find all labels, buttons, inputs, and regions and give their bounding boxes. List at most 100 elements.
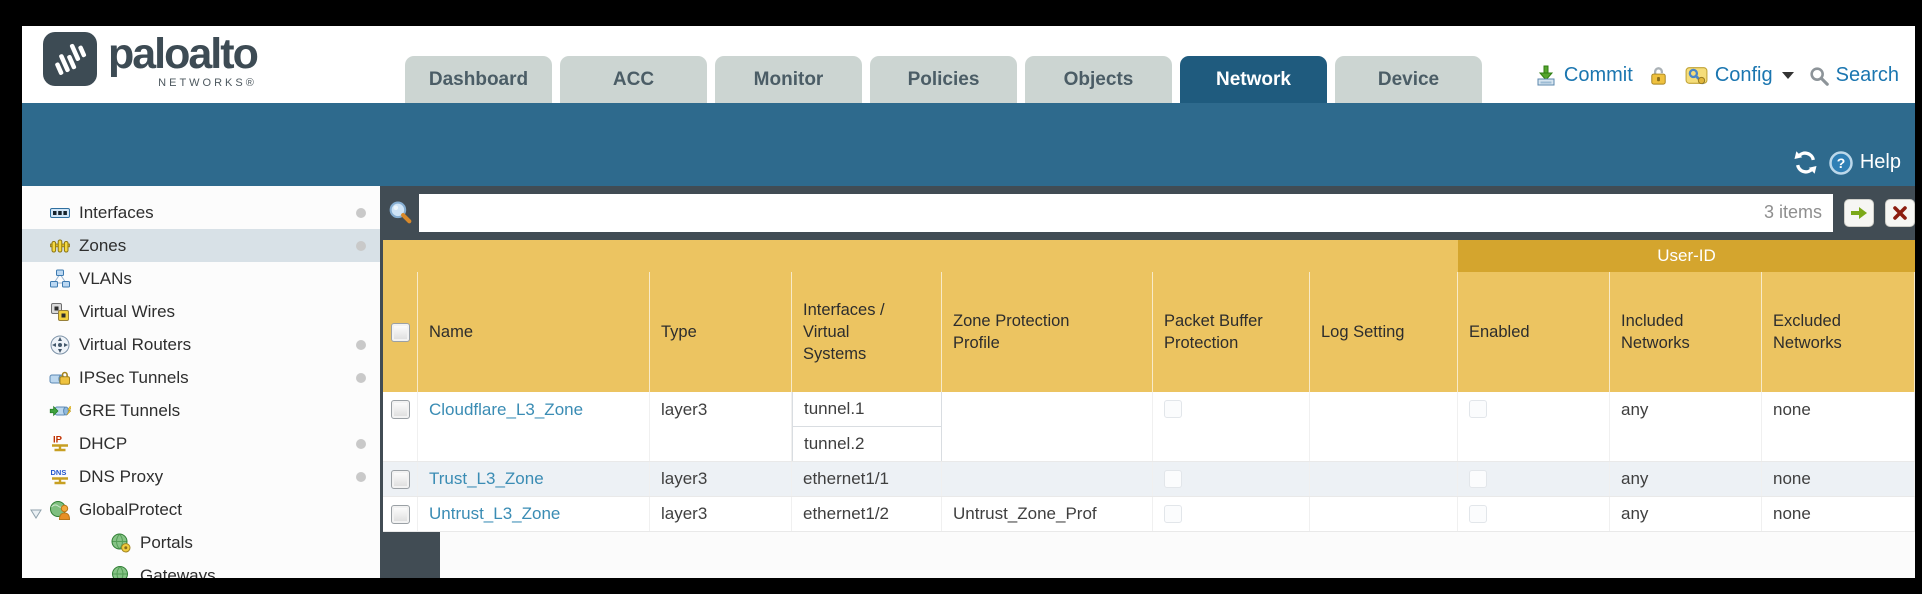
commit-label: Commit (1563, 64, 1633, 86)
paloalto-logo-icon (43, 32, 97, 86)
column-header-row: Name Type Interfaces / Virtual Systems Z… (383, 272, 1915, 392)
select-all-checkbox[interactable] (390, 322, 410, 342)
header-select-all (383, 272, 418, 392)
config-label: Config (1714, 64, 1773, 86)
column-header-packet-buffer[interactable]: Packet Buffer Protection (1153, 272, 1310, 392)
lock-icon[interactable] (1647, 64, 1670, 87)
config-menu[interactable]: Config (1684, 63, 1794, 88)
sidebar-item-portals[interactable]: Portals (22, 526, 380, 559)
packet-buffer-checkbox[interactable] (1164, 470, 1182, 488)
content-panel: 3 items User (380, 186, 1915, 578)
green-arrow-icon (1851, 207, 1867, 219)
tab-objects[interactable]: Objects (1025, 56, 1172, 103)
packet-buffer-checkbox[interactable] (1164, 505, 1182, 523)
sidebar-item-virtual-routers[interactable]: Virtual Routers (22, 328, 380, 361)
globalprotect-icon (49, 499, 71, 521)
tab-network[interactable]: Network (1180, 56, 1327, 103)
cell-zone-protection (942, 392, 1153, 461)
dns-proxy-icon: DNS (49, 466, 71, 488)
refresh-icon[interactable] (1792, 149, 1819, 176)
svg-text:DNS: DNS (51, 468, 67, 477)
interface-item: tunnel.1 (804, 399, 865, 418)
sidebar-item-ipsec-tunnels[interactable]: IPSec Tunnels (22, 361, 380, 394)
row-checkbox[interactable] (390, 469, 410, 489)
row-checkbox[interactable] (390, 400, 410, 419)
sidebar-item-label: Interfaces (79, 202, 154, 222)
enabled-checkbox[interactable] (1469, 505, 1487, 523)
status-dot-icon (356, 207, 366, 218)
ipsec-tunnels-icon (49, 367, 71, 389)
expand-arrow-icon[interactable] (30, 504, 42, 524)
cell-included-networks: any (1610, 392, 1762, 461)
cell-enabled (1458, 392, 1610, 461)
enabled-checkbox[interactable] (1469, 400, 1487, 418)
caret-down-icon (1781, 72, 1794, 79)
cell-zone-protection: Untrust_Zone_Prof (942, 497, 1153, 531)
status-dot-icon (356, 372, 366, 383)
sidebar-item-label: GRE Tunnels (79, 400, 181, 420)
tab-monitor[interactable]: Monitor (715, 56, 862, 103)
table-header: User-ID Name Type Interfaces / Virtual S… (383, 240, 1915, 392)
search-icon (387, 200, 414, 227)
sidebar-item-gre-tunnels[interactable]: GRE Tunnels (22, 394, 380, 427)
packet-buffer-checkbox[interactable] (1164, 400, 1182, 418)
apply-filter-button[interactable] (1844, 199, 1874, 227)
red-x-icon (1893, 206, 1907, 220)
sidebar-item-virtual-wires[interactable]: Virtual Wires (22, 295, 380, 328)
search-button[interactable]: Search (1808, 64, 1899, 87)
cell-enabled (1458, 462, 1610, 496)
empty-area (440, 532, 1915, 578)
zone-link[interactable]: Cloudflare_L3_Zone (429, 400, 584, 419)
cell-excluded-networks: none (1762, 497, 1915, 531)
cell-type: layer3 (650, 462, 792, 496)
filter-toolbar: 3 items (380, 186, 1915, 240)
status-dot-icon (356, 471, 366, 482)
enabled-checkbox[interactable] (1469, 470, 1487, 488)
column-header-interfaces[interactable]: Interfaces / Virtual Systems (792, 272, 942, 392)
row-checkbox[interactable] (390, 504, 410, 524)
sidebar-item-label: DNS Proxy (79, 466, 164, 486)
zones-icon (49, 235, 71, 257)
sidebar-item-label: Portals (140, 532, 193, 552)
sidebar-item-globalprotect[interactable]: GlobalProtect (22, 493, 380, 526)
cell-packet-buffer (1153, 497, 1310, 531)
cell-interfaces: ethernet1/2 (792, 497, 942, 531)
zone-link[interactable]: Trust_L3_Zone (429, 469, 544, 488)
group-header-row: User-ID (383, 240, 1915, 272)
commit-button[interactable]: Commit (1534, 64, 1633, 88)
sidebar-item-gateways[interactable]: Gateways (22, 559, 380, 578)
band-actions: ? Help (1792, 149, 1901, 176)
tab-policies[interactable]: Policies (870, 56, 1017, 103)
column-header-zone-protection[interactable]: Zone Protection Profile (942, 272, 1153, 392)
clear-filter-button[interactable] (1885, 199, 1915, 227)
column-header-log-setting[interactable]: Log Setting (1310, 272, 1458, 392)
sidebar-item-dns-proxy[interactable]: DNS DNS Proxy (22, 460, 380, 493)
help-button[interactable]: ? Help (1828, 150, 1901, 176)
status-dot-icon (356, 240, 366, 251)
column-header-excluded-networks[interactable]: Excluded Networks (1762, 272, 1915, 392)
sidebar-item-label: Virtual Wires (79, 301, 176, 321)
tab-device[interactable]: Device (1335, 56, 1482, 103)
search-label: Search (1835, 64, 1899, 86)
sidebar-item-vlans[interactable]: VLANs (22, 262, 380, 295)
column-header-included-networks[interactable]: Included Networks (1610, 272, 1762, 392)
filter-input[interactable] (419, 194, 1833, 232)
zone-link[interactable]: Untrust_L3_Zone (429, 504, 561, 523)
tab-acc[interactable]: ACC (560, 56, 707, 103)
sidebar-item-zones[interactable]: Zones (22, 229, 380, 262)
sidebar-item-interfaces[interactable]: Interfaces (22, 196, 380, 229)
help-icon: ? (1828, 150, 1854, 176)
column-header-enabled[interactable]: Enabled (1458, 272, 1610, 392)
column-header-name[interactable]: Name (418, 272, 650, 392)
tab-dashboard[interactable]: Dashboard (405, 56, 552, 103)
dhcp-icon: IP (49, 433, 71, 455)
column-header-type[interactable]: Type (650, 272, 792, 392)
